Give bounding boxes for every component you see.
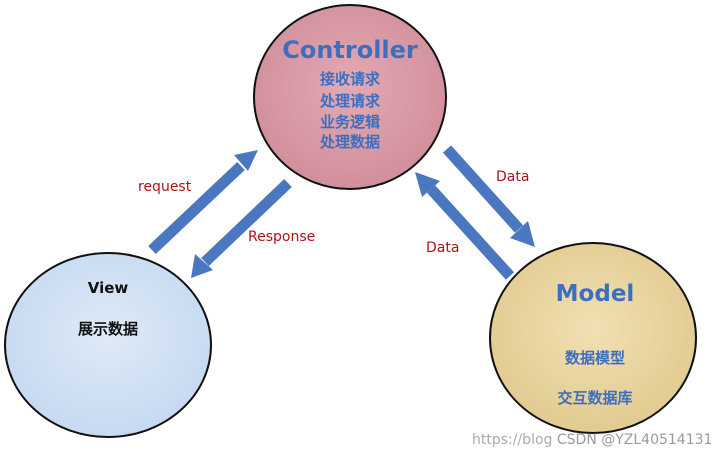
controller-line-2: 处理请求 xyxy=(319,92,380,110)
controller-circle xyxy=(253,4,447,190)
view-title: View xyxy=(87,279,129,297)
request-arrowhead xyxy=(234,150,258,171)
response-label: Response xyxy=(248,229,316,245)
watermark-url: https://blog xyxy=(472,432,553,448)
data-to-model-arrowhead xyxy=(510,221,535,247)
data-to-controller-arrow-shaft xyxy=(426,185,515,280)
controller-line-4: 处理数据 xyxy=(319,133,380,151)
request-arrow-shaft xyxy=(148,162,245,254)
model-title: Model xyxy=(555,281,635,307)
data-to-model-arrow-shaft xyxy=(442,145,524,233)
watermark: https://blog CSDN @YZL40514131 xyxy=(472,432,712,448)
watermark-text: CSDN @YZL40514131 xyxy=(556,432,712,448)
model-circle xyxy=(489,242,697,434)
data-to-controller-arrowhead xyxy=(415,172,440,197)
view-circle xyxy=(4,252,212,438)
response-arrowhead xyxy=(191,254,213,278)
data-to-model-label: Data xyxy=(496,169,530,185)
response-arrow-shaft xyxy=(201,179,292,266)
data-to-controller-label: Data xyxy=(426,240,460,256)
request-label: request xyxy=(138,179,192,195)
controller-title: Controller xyxy=(282,36,418,64)
controller-line-3: 业务逻辑 xyxy=(319,113,380,131)
model-line-1: 数据模型 xyxy=(564,349,625,367)
controller-line-1: 接收请求 xyxy=(319,70,380,88)
model-line-2: 交互数据库 xyxy=(557,389,633,407)
view-line: 展示数据 xyxy=(77,320,138,338)
